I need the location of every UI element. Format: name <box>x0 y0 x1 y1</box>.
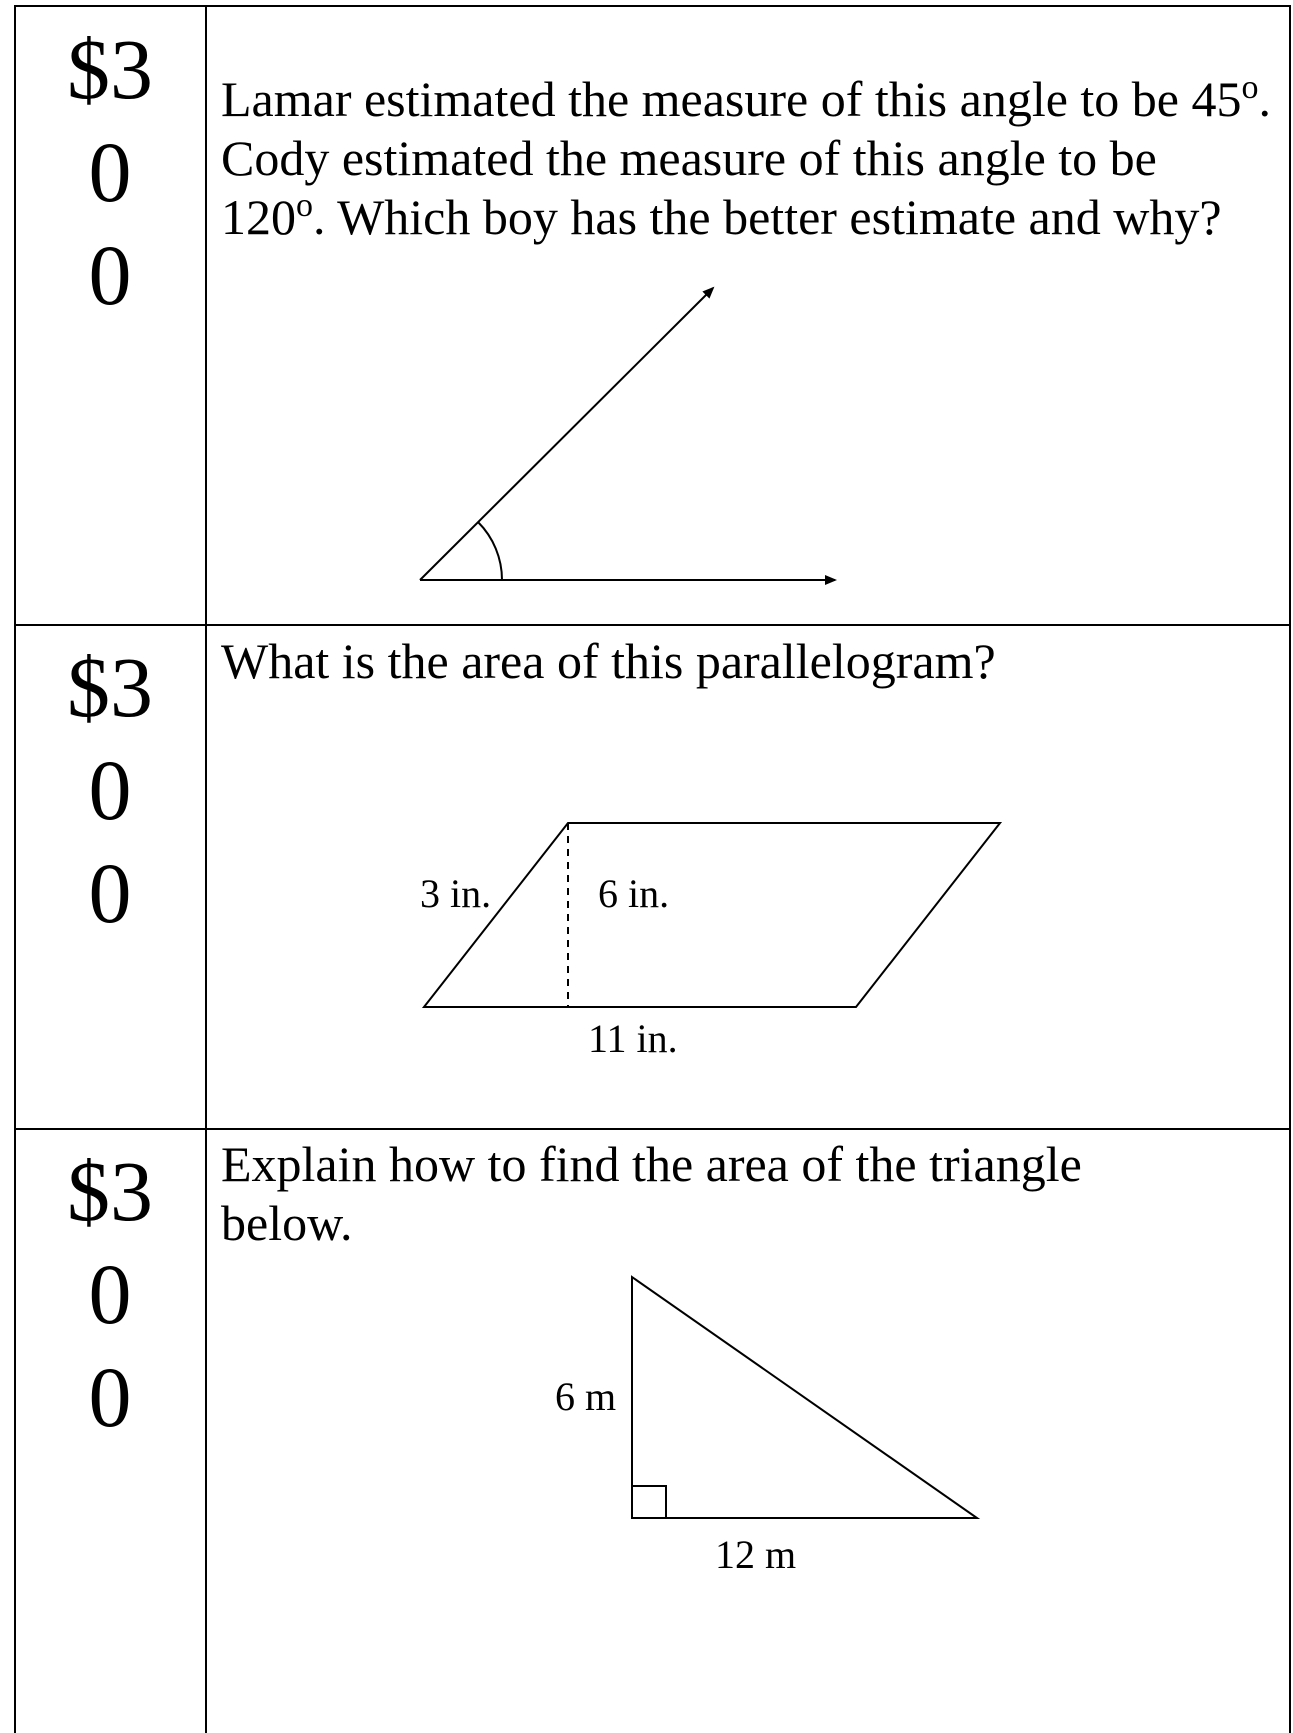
right-triangle-shape <box>631 1275 981 1519</box>
point-value-row-2: $3 0 0 <box>14 636 206 946</box>
value-dollar: $3 <box>67 1143 153 1239</box>
value-digit: 0 <box>88 227 132 324</box>
table-border-top <box>14 5 1291 7</box>
column-divider <box>205 5 207 1733</box>
value-digit: 0 <box>88 1349 132 1446</box>
parallelogram-shape <box>421 822 1003 1008</box>
parallelogram-base-label: 11 in. <box>588 1016 678 1061</box>
angle-arc <box>477 521 504 581</box>
value-digit: 0 <box>88 1246 132 1343</box>
triangle-height-label: 6 m <box>555 1374 616 1419</box>
table-border-left <box>14 5 16 1733</box>
row-divider-1 <box>14 624 1291 626</box>
point-value-row-3: $3 0 0 <box>14 1140 206 1450</box>
parallelogram-height-label: 6 in. <box>598 871 669 916</box>
value-digit: 0 <box>88 742 132 839</box>
question-parallelogram-area: What is the area of this parallelogram? <box>221 633 996 689</box>
point-value-row-1: $3 0 0 <box>14 18 206 328</box>
question-triangle-area: Explain how to find the area of the tria… <box>221 1136 1082 1251</box>
value-dollar: $3 <box>67 21 153 117</box>
parallelogram-side-label: 3 in. <box>420 871 491 916</box>
triangle-base-label: 12 m <box>715 1532 796 1577</box>
question-angle-estimate: Lamar estimated the measure of this angl… <box>221 69 1271 246</box>
value-dollar: $3 <box>67 639 153 735</box>
value-digit: 0 <box>88 124 132 221</box>
table-border-right <box>1289 5 1291 1733</box>
value-digit: 0 <box>88 845 132 942</box>
row-divider-2 <box>14 1128 1291 1130</box>
angle-ray-diagonal <box>419 286 715 581</box>
right-angle-marker <box>632 1485 667 1518</box>
